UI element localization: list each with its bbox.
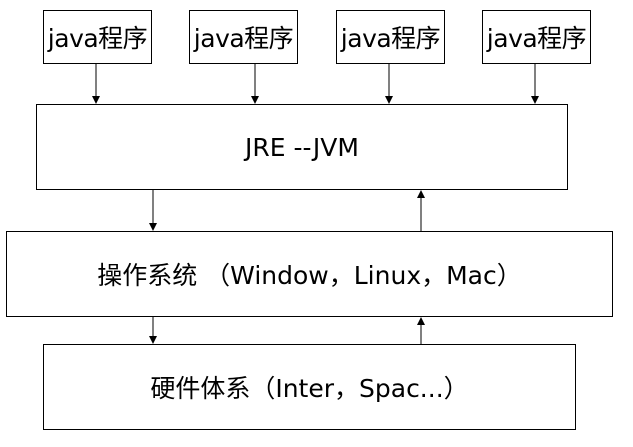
jre-jvm-label: JRE --JVM <box>245 132 359 162</box>
java-program-label-3: java程序 <box>340 24 441 53</box>
operating-system-label: 操作系统 （Window，Linux，Mac） <box>97 261 522 290</box>
java-program-label-4: java程序 <box>486 24 587 53</box>
operating-system-box: 操作系统 （Window，Linux，Mac） <box>6 231 613 317</box>
java-program-box-2: java程序 <box>189 10 298 64</box>
java-program-box-3: java程序 <box>336 10 445 64</box>
java-program-box-1: java程序 <box>43 10 152 64</box>
java-program-box-4: java程序 <box>482 10 591 64</box>
java-program-label-1: java程序 <box>47 24 148 53</box>
hardware-box: 硬件体系（Inter，Spac...） <box>43 344 576 430</box>
java-program-label-2: java程序 <box>193 24 294 53</box>
hardware-label: 硬件体系（Inter，Spac...） <box>150 374 469 403</box>
jre-jvm-box: JRE --JVM <box>36 104 568 190</box>
